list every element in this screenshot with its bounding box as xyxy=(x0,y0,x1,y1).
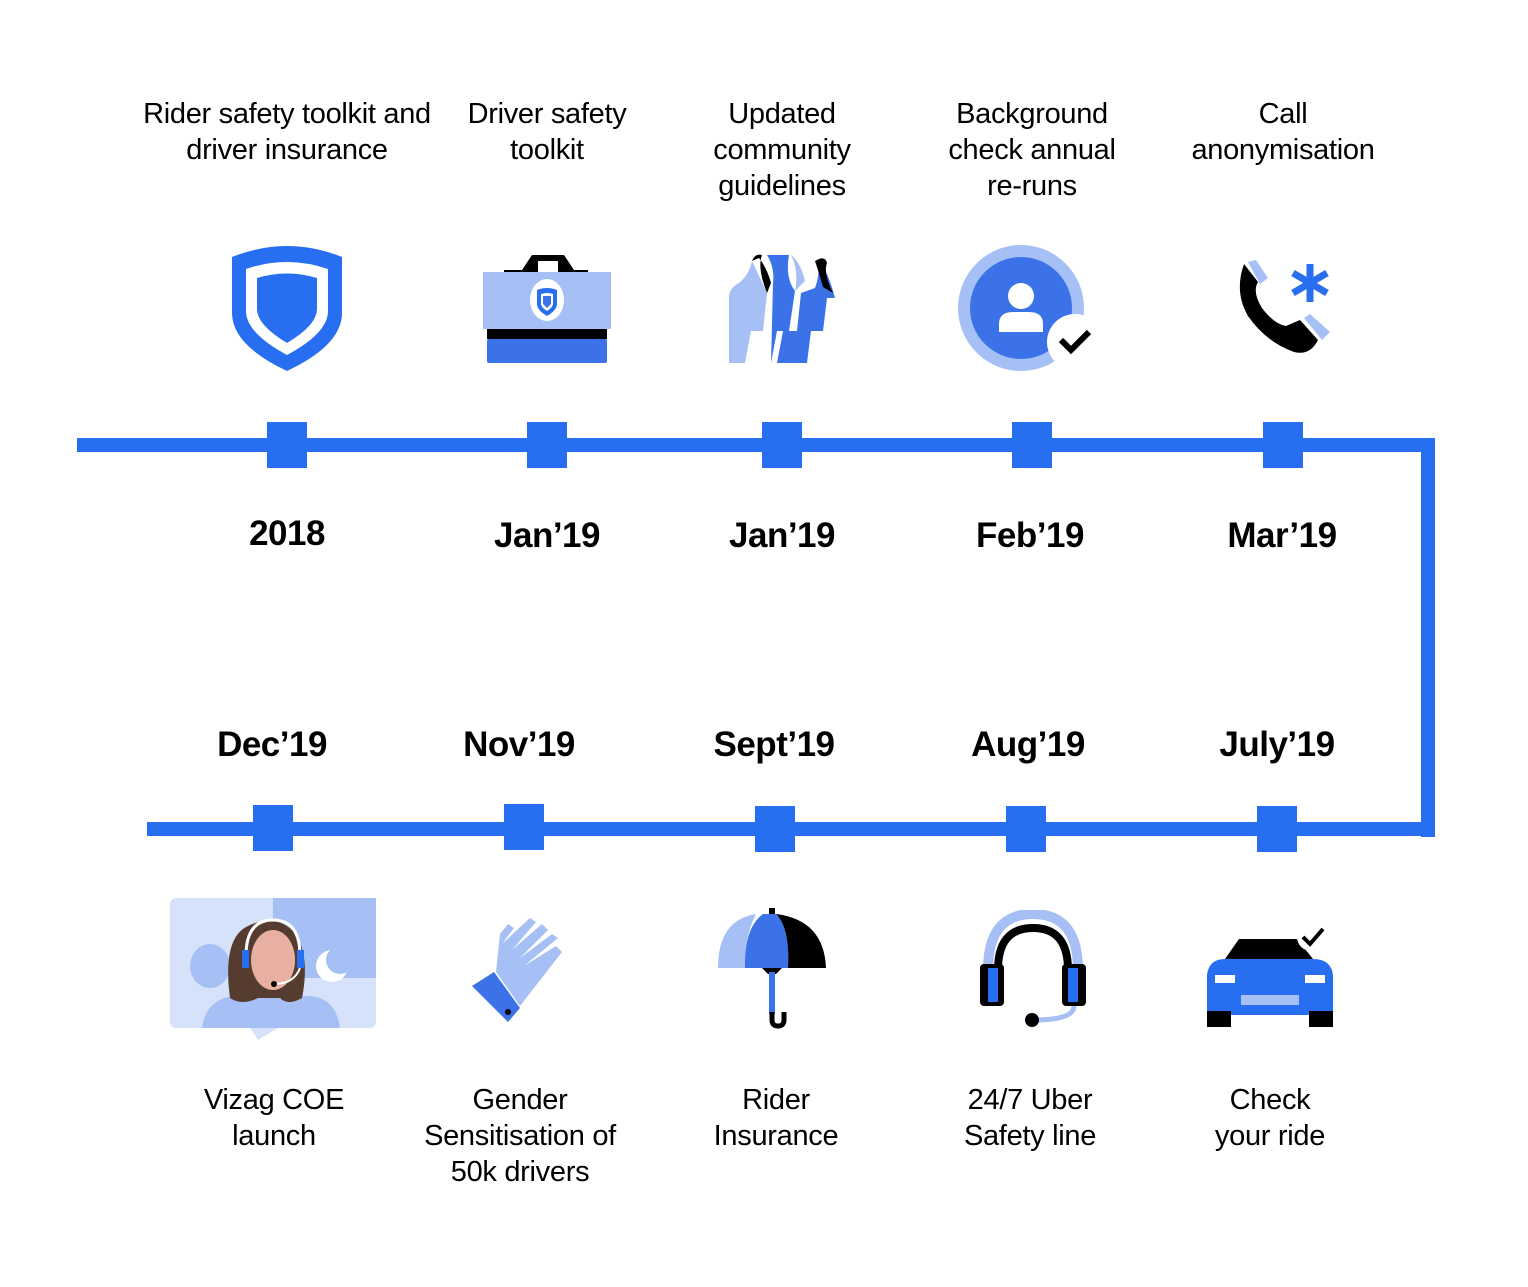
milestone-date: Dec’19 xyxy=(217,725,327,764)
milestone-label: Vizag COE launch xyxy=(203,1084,345,1152)
milestone-date: 2018 xyxy=(249,514,325,553)
umbrella-icon xyxy=(718,908,826,1029)
milestone-date: Sept’19 xyxy=(713,725,836,764)
timeline-marker xyxy=(267,422,307,468)
community-people-icon xyxy=(729,254,835,363)
car-check-icon xyxy=(1207,925,1333,1027)
milestone-label: Updated community guidelines xyxy=(713,98,851,202)
user-check-icon xyxy=(958,245,1097,371)
milestone-date: Feb’19 xyxy=(976,516,1084,555)
milestone-label: Rider safety toolkit and driver insuranc… xyxy=(143,98,431,166)
timeline-marker xyxy=(253,805,293,851)
headset-icon xyxy=(980,910,1086,1027)
milestone-date: Aug’19 xyxy=(971,725,1085,764)
milestone-label: Rider Insurance xyxy=(713,1084,839,1152)
toolkit-briefcase-icon xyxy=(483,255,611,363)
milestone-label: Gender Sensitisation of 50k drivers xyxy=(424,1084,616,1188)
milestone-label: Check your ride xyxy=(1214,1084,1326,1152)
timeline-right-connector xyxy=(1421,438,1435,837)
milestone-label: Call anonymisation xyxy=(1191,98,1375,166)
milestone-label: 24/7 Uber Safety line xyxy=(963,1084,1097,1152)
milestone-label: Driver safety toolkit xyxy=(467,98,627,166)
timeline-marker xyxy=(755,806,795,852)
timeline-marker xyxy=(504,804,544,850)
milestone-date: Mar’19 xyxy=(1227,516,1337,555)
timeline-top-track xyxy=(77,438,1435,452)
milestone-date: Nov’19 xyxy=(463,725,575,764)
timeline-marker xyxy=(1012,422,1052,468)
timeline-marker xyxy=(1263,422,1303,468)
shield-icon xyxy=(232,246,342,371)
milestone-date: Jan’19 xyxy=(729,516,835,555)
timeline-marker xyxy=(762,422,802,468)
milestone-date: Jan’19 xyxy=(494,516,600,555)
glove-hand-icon xyxy=(472,918,562,1022)
support-agent-icon xyxy=(170,898,376,1040)
phone-asterisk-icon xyxy=(1239,260,1330,353)
timeline-marker xyxy=(1006,806,1046,852)
milestone-date: July’19 xyxy=(1219,725,1335,764)
timeline-marker xyxy=(527,422,567,468)
milestone-label: Background check annual re-runs xyxy=(948,98,1116,202)
timeline-marker xyxy=(1257,806,1297,852)
